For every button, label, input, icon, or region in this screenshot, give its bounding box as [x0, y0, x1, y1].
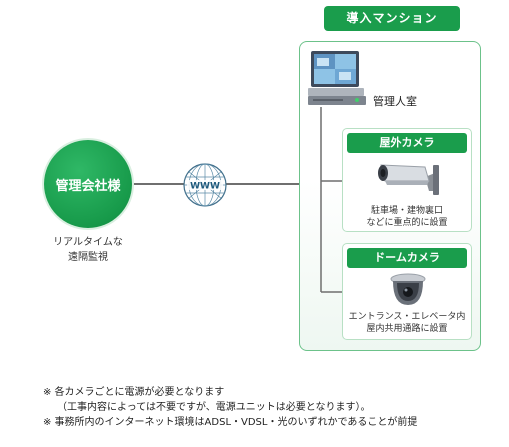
dome-camera-desc-2: 屋内共用通路に設置 [366, 324, 448, 334]
management-company-label: 管理会社様 [55, 178, 121, 194]
dome-camera-icon [390, 273, 426, 305]
mansion-title: 導入マンション [324, 6, 460, 31]
management-company-node: 管理会社様 [44, 140, 132, 228]
outdoor-camera-icon [378, 164, 439, 195]
outdoor-camera-box: 屋外カメラ 駐車場・建物裏口 などに重点的に設置 [342, 128, 472, 232]
dome-camera-box: ドームカメラ エントランス・エレベータ内 屋内共用通路に設置 [342, 243, 472, 340]
monitor-pc-icon [308, 51, 366, 105]
company-description: リアルタイムな 遠隔監視 [30, 235, 146, 265]
internet-globe-icon: WWW [183, 163, 227, 207]
dome-camera-desc-1: エントランス・エレベータ内 [348, 312, 466, 322]
footnotes: ※ 各カメラごとに電源が必要となります （工事内容によっては不要ですが、電源ユニ… [43, 385, 417, 430]
company-desc-line-2: 遠隔監視 [68, 252, 108, 263]
outdoor-camera-desc-2: などに重点的に設置 [366, 218, 448, 228]
note-1: ※ 各カメラごとに電源が必要となります [43, 387, 225, 398]
note-2: （工事内容によっては不要ですが、電源ユニットは必要となります）。 [57, 402, 371, 413]
note-3: ※ 事務所内のインターネット環境はADSL・VDSL・光のいずれかであることが前… [43, 417, 418, 428]
outdoor-camera-title: 屋外カメラ [347, 133, 467, 153]
www-text: WWW [190, 182, 220, 192]
dome-camera-title: ドームカメラ [347, 248, 467, 268]
outdoor-camera-desc-1: 駐車場・建物裏口 [370, 206, 443, 216]
company-desc-line-1: リアルタイムな [53, 237, 123, 248]
management-room-label: 管理人室 [373, 95, 417, 108]
